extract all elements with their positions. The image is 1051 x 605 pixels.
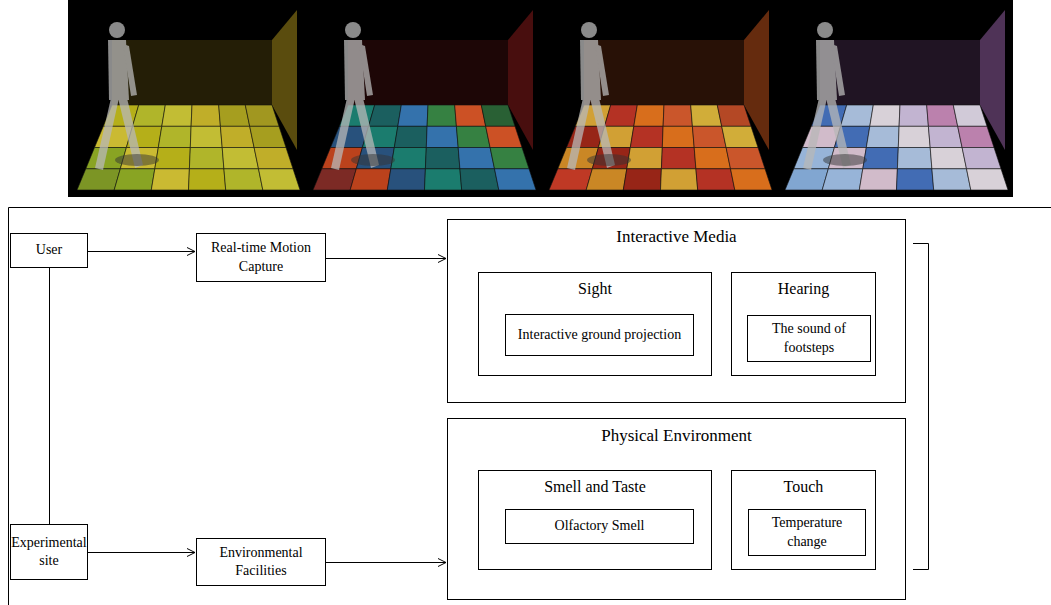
group-box: TouchTemperature change xyxy=(731,470,876,570)
group-heading: Hearing xyxy=(732,279,875,298)
box-label: Temperature change xyxy=(754,514,860,550)
walking-figure xyxy=(95,22,143,170)
group-box: Physical EnvironmentSmell and TasteOlfac… xyxy=(447,418,906,600)
group-heading: Physical Environment xyxy=(448,426,905,446)
flow-arrow xyxy=(326,258,446,259)
process-box: Real-time Motion Capture xyxy=(196,233,326,282)
group-heading: Smell and Taste xyxy=(479,477,711,496)
group-box: SightInteractive ground projection xyxy=(478,272,712,376)
process-box: Temperature change xyxy=(748,509,866,556)
box-label: Real-time Motion Capture xyxy=(202,239,320,275)
right-bracket xyxy=(913,244,929,570)
process-box: Olfactory Smell xyxy=(505,509,694,544)
group-box: Smell and TasteOlfactory Smell xyxy=(478,470,712,570)
outer-frame xyxy=(9,208,1051,605)
flow-arrow xyxy=(88,251,195,252)
projection-panel xyxy=(785,10,1008,190)
box-label: User xyxy=(36,241,62,259)
projection-panel xyxy=(77,10,300,190)
process-box: User xyxy=(10,233,88,268)
walking-figure xyxy=(567,22,615,170)
walking-figure xyxy=(803,22,851,170)
projection-panel xyxy=(549,10,772,190)
walking-figure xyxy=(331,22,379,170)
projection-panel xyxy=(313,10,536,190)
box-label: Environmental Facilities xyxy=(202,544,320,580)
group-heading: Sight xyxy=(479,279,711,298)
group-heading: Interactive Media xyxy=(448,227,905,247)
box-label: The sound of footsteps xyxy=(753,320,865,356)
group-box: Interactive MediaSightInteractive ground… xyxy=(447,219,906,403)
flow-arrow xyxy=(326,562,446,563)
group-box: HearingThe sound of footsteps xyxy=(731,272,876,376)
box-label: Interactive ground projection xyxy=(518,326,681,344)
box-label: Experimental site xyxy=(11,534,86,570)
flow-arrow xyxy=(88,552,195,553)
connector-line xyxy=(49,268,50,524)
process-box: Experimental site xyxy=(10,524,88,580)
group-heading: Touch xyxy=(732,477,875,496)
illustration-background xyxy=(68,0,1013,197)
process-box: The sound of footsteps xyxy=(747,315,871,362)
process-box: Interactive ground projection xyxy=(505,314,694,356)
box-label: Olfactory Smell xyxy=(555,517,645,535)
process-box: Environmental Facilities xyxy=(196,538,326,586)
